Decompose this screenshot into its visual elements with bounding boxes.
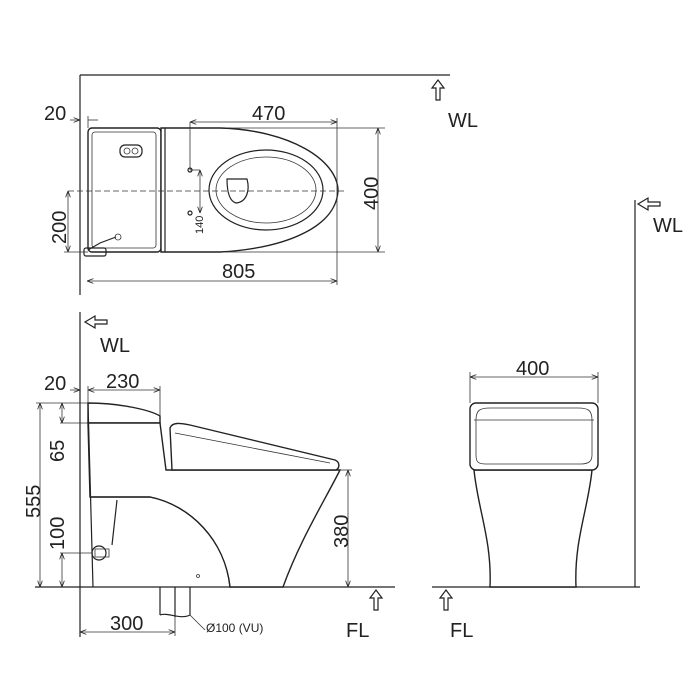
tank-lid xyxy=(87,402,161,424)
tank-and-seat-front xyxy=(469,402,599,471)
outlet-pipe-label: Ø100 (VU) xyxy=(206,621,263,635)
toilet-body-front xyxy=(473,469,593,588)
flush-button-icon xyxy=(119,144,143,158)
dim-20-side: 20 xyxy=(44,373,66,395)
wl-arrow-icon xyxy=(636,196,661,212)
seat-cover xyxy=(169,422,340,471)
dim-805: 805 xyxy=(222,261,255,283)
dim-100: 100 xyxy=(47,517,69,550)
fl-arrow-icon xyxy=(368,589,384,611)
dim-400-front: 400 xyxy=(516,358,549,380)
dim-140: 140 xyxy=(194,216,206,234)
fl-label: FL xyxy=(450,620,473,642)
dim-65: 65 xyxy=(47,440,69,462)
dim-230: 230 xyxy=(106,371,139,393)
wl-label: WL xyxy=(653,215,683,237)
wl-arrow-icon xyxy=(430,79,446,101)
dim-400-top: 400 xyxy=(361,177,383,210)
front-view: WL FL 400 xyxy=(432,196,683,642)
dim-20-top: 20 xyxy=(44,103,66,125)
angle-valve-icon xyxy=(91,545,107,561)
dim-470: 470 xyxy=(252,103,285,125)
supply-hose xyxy=(111,499,118,546)
wl-label: WL xyxy=(448,110,478,132)
fl-arrow-icon xyxy=(438,589,454,611)
drain-icon xyxy=(226,178,249,204)
wl-arrow-icon xyxy=(83,314,108,330)
dim-555: 555 xyxy=(23,485,45,518)
dim-300: 300 xyxy=(110,613,143,635)
outlet-pipe xyxy=(159,587,191,618)
dim-200: 200 xyxy=(49,211,71,244)
bowl-rim xyxy=(208,149,324,231)
fl-label: FL xyxy=(346,620,369,642)
wl-label: WL xyxy=(100,335,130,357)
dim-380: 380 xyxy=(331,515,353,548)
tank-top xyxy=(87,127,162,253)
bowl-top xyxy=(160,127,339,253)
top-view: WL 140 470 400 805 200 20 xyxy=(44,74,478,295)
side-view: WL FL Ø100 (VU) 20 230 555 65 100 380 30… xyxy=(23,312,395,642)
